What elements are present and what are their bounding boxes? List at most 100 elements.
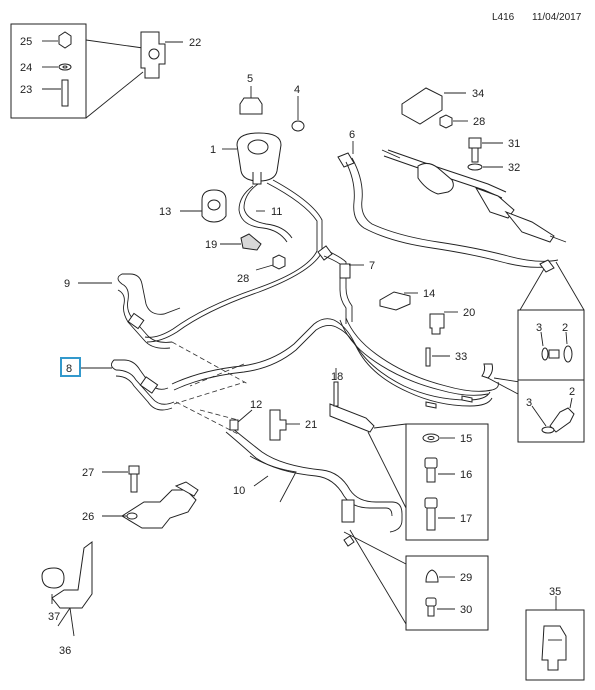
callout-13: 13 [159,206,171,218]
callout-1: 1 [210,144,216,156]
callout-18: 18 [331,371,343,383]
callout-31: 31 [508,138,520,150]
clip-20 [429,311,458,335]
callout-3-upper: 3 [536,322,542,334]
callout-3-lower: 3 [526,397,532,409]
seal-ring-part [291,120,305,132]
fitting-assembly-upper [540,331,573,363]
bolt-33 [425,347,450,367]
bracket-21 [269,409,300,441]
callout-25: 25 [20,36,32,48]
nut-part [272,254,286,270]
rack-tube [387,149,507,193]
callout-20: 20 [463,307,475,319]
callout-16: 16 [460,469,472,481]
callout-24: 24 [20,62,32,74]
callout-7: 7 [369,260,375,272]
callout-29: 29 [460,572,472,584]
callout-4: 4 [294,84,300,96]
callout-21: 21 [305,419,317,431]
fastener-inset-box [10,23,87,119]
pressure-hose-6 [337,141,559,268]
clip-part [425,569,439,583]
reservoir-cap [247,139,269,155]
fitting-assembly-lower [531,397,575,434]
clip-part [240,233,262,251]
bracket-part [329,403,375,433]
clamp-13 [180,189,227,223]
fitting-7 [317,245,364,324]
bolt-27 [102,465,140,493]
reservoir-return-line [144,182,318,338]
diagram-date: 11/04/2017 [532,12,582,23]
return-hose-11 [243,183,293,239]
bracket-part [401,87,443,125]
callout-30: 30 [460,604,472,616]
bracket-fastener-group [10,23,183,119]
bracket-14 [379,291,418,311]
callout-9: 9 [64,278,70,290]
callout-32: 32 [508,162,520,174]
nut-28-right [439,114,468,129]
rack-housing [417,162,454,195]
callout-15: 15 [460,433,472,445]
hose-8 [80,359,175,411]
clip-19 [220,233,262,251]
clip-37-part [41,567,65,589]
hose-6-line [345,161,553,268]
nut-part [58,31,72,49]
fitting-7-tube [323,255,347,324]
stud-part [61,79,69,107]
bolt-head [425,597,437,607]
callout-36: 36 [59,645,71,657]
steering-rack [381,149,567,243]
dashed-connection [171,341,249,385]
bracket-26 [102,481,199,529]
callout-17: 17 [460,513,472,525]
callout-6: 6 [349,129,355,141]
rack-boot [504,210,555,243]
bolt-17 [424,497,455,531]
callout-19: 19 [205,239,217,251]
bracket-part [379,291,411,311]
callout-23: 23 [20,84,32,96]
fluid-reservoir [222,132,282,185]
callout-8: 8 [66,363,72,375]
bracket-part [269,409,287,441]
nut-28-center [255,254,286,271]
hose-10 [225,427,403,547]
nut-part [439,114,453,129]
pressure-line-main [171,318,491,401]
hose-9 [78,273,181,349]
hose-9-outer [117,273,181,343]
fastener-inset-box-mid [405,423,489,541]
bolt-head [424,497,438,509]
bracket-36 [41,541,93,637]
callout-14: 14 [423,288,435,300]
hose-10-line [231,427,403,533]
clip-29 [425,569,455,583]
clip-35 [541,625,567,671]
bracket-18 [329,368,375,433]
clip-12 [229,409,253,431]
bolt-head [468,137,482,149]
bolt-30 [425,597,455,617]
bolt-31 [468,137,503,163]
callout-12: 12 [250,399,262,411]
filler-cap-part [239,97,263,115]
callout-33: 33 [455,351,467,363]
callout-27: 27 [82,467,94,479]
callout-28-center: 28 [237,273,249,285]
clip-part [541,625,567,671]
callout-28-right: 28 [473,116,485,128]
bolt-head [128,465,140,475]
washer-part [467,163,483,171]
bracket-part [51,541,93,609]
bracket-part [121,489,197,529]
callout-34: 34 [472,88,484,100]
callout-11: 11 [271,206,282,218]
bolt-16 [424,457,455,483]
washer-15 [422,433,455,443]
callout-2-upper: 2 [562,322,568,334]
